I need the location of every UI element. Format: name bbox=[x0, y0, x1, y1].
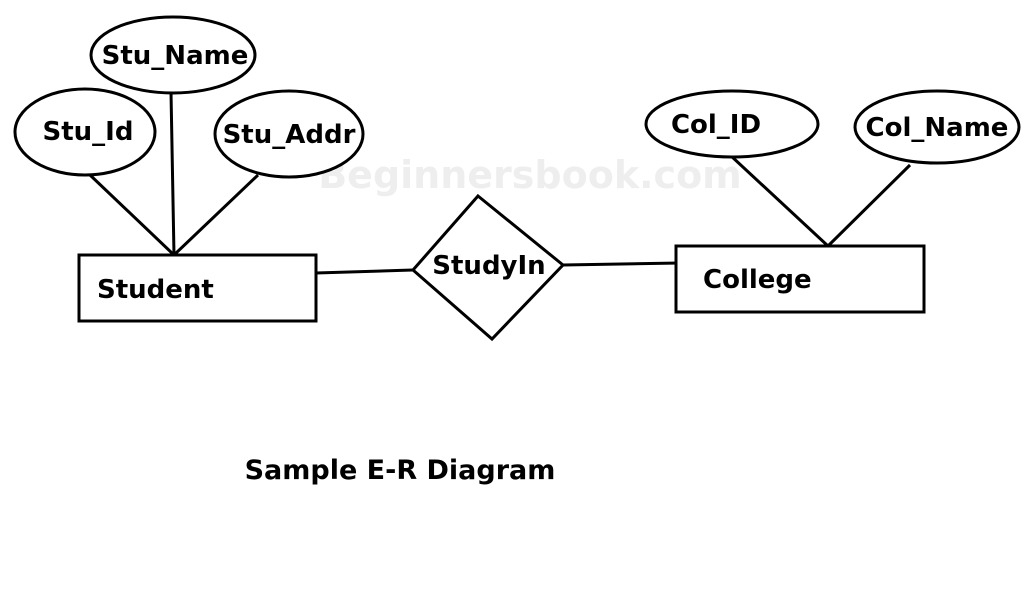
attribute-col-id-label: Col_ID bbox=[671, 110, 761, 140]
attribute-stu-id-label: Stu_Id bbox=[43, 117, 134, 147]
attribute-stu-id-ellipse bbox=[13, 87, 157, 177]
attribute-stu-addr-ellipse bbox=[213, 89, 365, 179]
attribute-stu-name-ellipse bbox=[89, 15, 257, 95]
attribute-stu-addr-label: Stu_Addr bbox=[223, 120, 356, 150]
entity-college-box bbox=[674, 244, 926, 314]
entity-student-box bbox=[77, 253, 318, 323]
link-stu-addr-student bbox=[172, 173, 260, 257]
link-stu-name-student bbox=[169, 91, 176, 256]
relationship-study-in-label: StudyIn bbox=[432, 251, 545, 281]
watermark-text: Beginnersbook.com bbox=[318, 153, 742, 197]
link-stu-id-student bbox=[88, 173, 176, 257]
attribute-stu-addr: Stu_Addr bbox=[213, 89, 365, 179]
entity-college-label: College bbox=[703, 265, 812, 295]
attribute-stu-name: Stu_Name bbox=[89, 15, 257, 95]
attribute-col-id: Col_ID bbox=[644, 89, 820, 159]
link-student-studyin bbox=[315, 268, 414, 275]
entity-student: Student bbox=[77, 253, 318, 323]
relationship-study-in: StudyIn bbox=[410, 193, 566, 342]
diagram-caption: Sample E-R Diagram bbox=[245, 455, 556, 486]
attribute-col-name: Col_Name bbox=[853, 89, 1021, 165]
entity-student-label: Student bbox=[97, 275, 214, 305]
attribute-stu-name-label: Stu_Name bbox=[102, 41, 249, 71]
relationship-study-in-diamond bbox=[410, 193, 566, 342]
attribute-col-id-ellipse bbox=[644, 89, 820, 159]
link-col-name-college bbox=[826, 163, 912, 248]
attribute-col-name-label: Col_Name bbox=[866, 113, 1009, 143]
attribute-col-name-ellipse bbox=[853, 89, 1021, 165]
link-studyin-college bbox=[562, 261, 681, 267]
attribute-stu-id: Stu_Id bbox=[13, 87, 157, 177]
entity-college: College bbox=[674, 244, 926, 314]
link-col-id-college bbox=[728, 153, 830, 248]
